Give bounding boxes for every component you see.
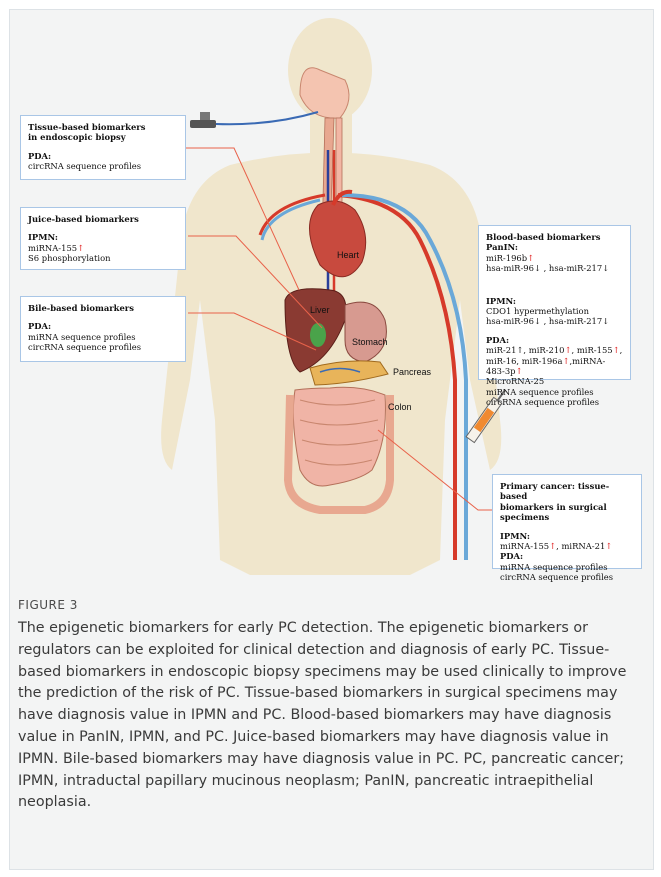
blood-pda-item-4: miRNA sequence profiles [486,387,594,397]
juice-box: Juice-based biomarkers IPMN: miRNA-155↑ … [20,207,186,270]
tissue-pda-item-1: circRNA sequence profiles [28,161,141,171]
colon-label: Colon [388,402,412,412]
stomach-label: Stomach [352,337,388,347]
bile-pda-item-2: circRNA sequence profiles [28,342,141,352]
primary-pda-item-1: miRNA sequence profiles [500,562,608,572]
primary-ipmn-label: IPMN: [500,531,634,541]
blood-ipmn-label: IPMN: [486,296,623,306]
juice-box-title: Juice-based biomarkers [28,214,178,224]
blood-panin-label: PanIN: [486,242,623,252]
tissue-biopsy-box: Tissue-based biomarkers in endoscopic bi… [20,115,186,180]
bile-pda-item-1: miRNA sequence profiles [28,332,136,342]
primary-pda-item-2: circRNA sequence profiles [500,572,613,582]
heart-label: Heart [337,250,360,260]
tissue-box-title-2: in endoscopic biopsy [28,132,178,142]
primary-box-title-2: biomarkers in surgical specimens [500,502,634,523]
blood-panin-item-2: hsa-miR-96↓ , hsa-miR-217↓ [486,263,609,273]
endoscope-icon [190,112,318,128]
blood-pda-label: PDA: [486,335,623,345]
bile-box: Bile-based biomarkers PDA: miRNA sequenc… [20,296,186,362]
caption-text: The epigenetic biomarkers for early PC d… [18,618,643,814]
blood-panin-item-1: miR-196b↑ [486,253,534,263]
blood-ipmn-item-2: hsa-miR-96↓ , hsa-miR-217↓ [486,316,609,326]
primary-pda-label: PDA: [500,551,634,561]
blood-box-title: Blood-based biomarkers [486,232,623,242]
liver-label: Liver [310,305,330,315]
figure-caption: FIGURE 3 The epigenetic biomarkers for e… [18,598,643,814]
blood-pda-item-2: miR-16, miR-196a↑,miRNA-483-3p↑ [486,356,605,376]
bile-box-title: Bile-based biomarkers [28,303,178,313]
figure-label: FIGURE 3 [18,598,643,612]
tissue-pda-label: PDA: [28,151,178,161]
juice-ipmn-item-1: miRNA-155↑ [28,243,84,253]
primary-box-title-1: Primary cancer: tissue-based [500,481,634,502]
blood-box: Blood-based biomarkers PanIN: miR-196b↑ … [478,225,631,380]
primary-cancer-box: Primary cancer: tissue-based biomarkers … [492,474,642,569]
juice-ipmn-item-2: S6 phosphorylation [28,253,111,263]
blood-ipmn-item-1: CDO1 hypermethylation [486,306,589,316]
bile-pda-label: PDA: [28,321,178,331]
pancreas-label: Pancreas [393,367,432,377]
tissue-box-title-1: Tissue-based biomarkers [28,122,178,132]
blood-pda-item-1: miR-21↑, miR-210↑, miR-155↑, [486,345,622,355]
blood-pda-item-3: MicroRNA-25 [486,376,544,386]
blood-pda-item-5: circRNA sequence profiles [486,397,599,407]
primary-ipmn-item-1: miRNA-155↑, miRNA-21↑ [500,541,612,551]
juice-ipmn-label: IPMN: [28,232,178,242]
